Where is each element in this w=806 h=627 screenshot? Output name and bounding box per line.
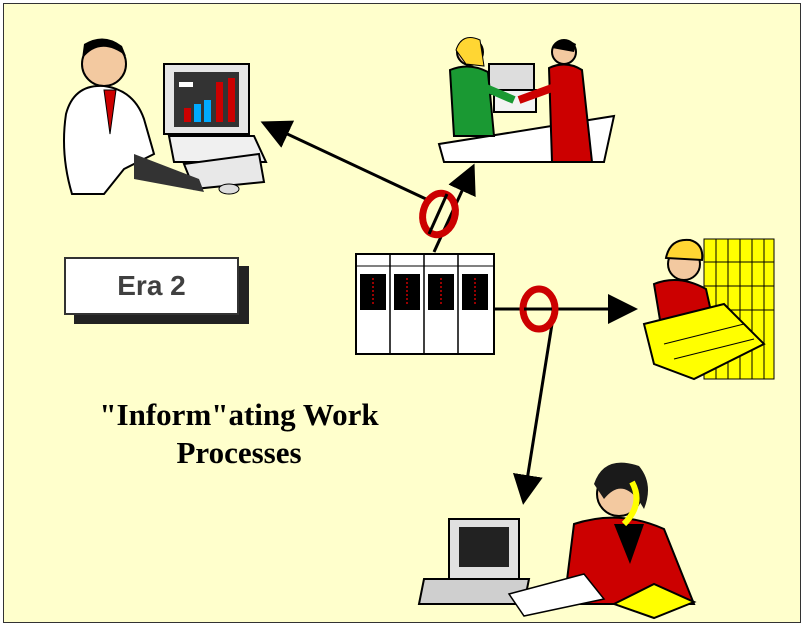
mainframe-icon [355,253,495,355]
slide-title-line2: Processes [176,435,302,470]
flow-cycle-icon [419,189,459,239]
counter-clerks-icon [437,37,616,163]
flow-cycle-icon [519,285,559,333]
connection-arrows [260,120,638,505]
slide-title: "Inform"ating Work Processes [59,396,419,472]
arrow-to-analyst [260,120,427,201]
slide-title-line1: "Inform"ating Work [99,397,379,432]
phone-operator-icon [417,462,697,620]
arrow-to-operator [512,323,554,505]
factory-worker-icon [642,238,775,381]
slide: Era 2 "Inform"ating Work Processes [3,3,801,623]
analyst-at-computer-icon [63,38,268,195]
era-badge: Era 2 [64,257,239,315]
clipart-layer [63,37,775,620]
